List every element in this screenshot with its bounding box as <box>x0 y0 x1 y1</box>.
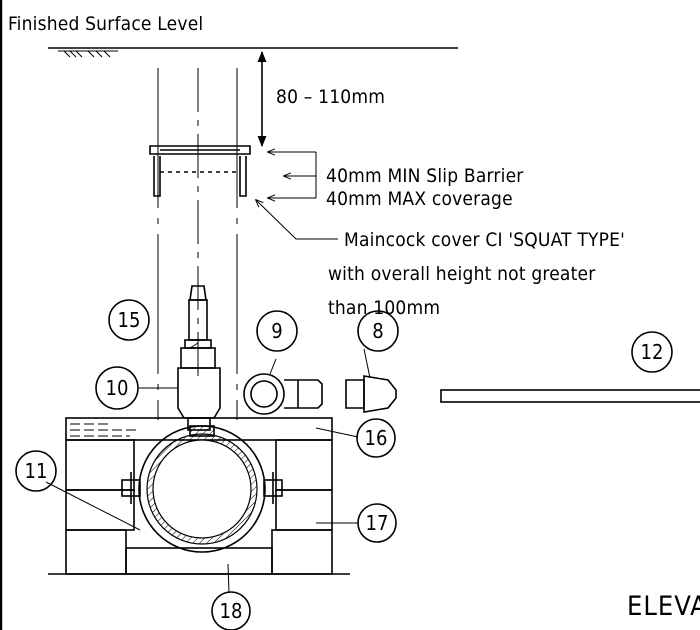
maincock-leader-line <box>256 200 338 240</box>
ground-hatch-symbol <box>58 50 118 58</box>
svg-text:11: 11 <box>25 459 48 483</box>
svg-text:17: 17 <box>366 511 389 535</box>
tapping-band <box>121 425 283 504</box>
slip-barrier-line-2: 40mm MAX coverage <box>326 188 513 210</box>
riser-pipe <box>157 68 238 420</box>
svg-text:15: 15 <box>118 308 141 332</box>
maincock-note-line-1: Maincock cover CI 'SQUAT TYPE' <box>344 229 625 251</box>
svg-text:16: 16 <box>365 426 388 450</box>
svg-text:8: 8 <box>372 319 383 343</box>
service-pipe <box>440 389 700 403</box>
callout-10: 10 <box>95 366 139 410</box>
elbow-fitting <box>243 373 323 415</box>
svg-text:18: 18 <box>220 599 243 623</box>
svg-text:10: 10 <box>106 376 129 400</box>
svg-text:9: 9 <box>271 319 282 343</box>
callout-18: 18 <box>211 591 251 630</box>
callout-9: 9 <box>256 310 298 352</box>
callout-15: 15 <box>108 299 150 341</box>
maincock-note-line-3: than 100mm <box>328 297 440 319</box>
svg-text:12: 12 <box>641 340 664 364</box>
callout-11: 11 <box>15 450 57 492</box>
depth-dimension-label: 80 – 110mm <box>276 86 385 108</box>
callout-8: 8 <box>357 310 399 352</box>
callout-12: 12 <box>631 331 673 373</box>
main-pipe <box>138 425 266 553</box>
slip-barrier-arrows <box>268 152 317 198</box>
slip-barrier-line-1: 40mm MIN Slip Barrier <box>326 165 524 187</box>
connector-fitting <box>345 375 397 413</box>
maincock-cover <box>149 145 251 197</box>
callout-leaders <box>45 342 371 594</box>
valve-body <box>177 367 221 431</box>
callout-16: 16 <box>356 418 396 458</box>
view-title: ELEVA <box>627 591 700 622</box>
callout-17: 17 <box>357 503 397 543</box>
finished-surface-level-label: Finished Surface Level <box>8 13 203 35</box>
maincock-note-line-2: with overall height not greater <box>328 263 596 285</box>
